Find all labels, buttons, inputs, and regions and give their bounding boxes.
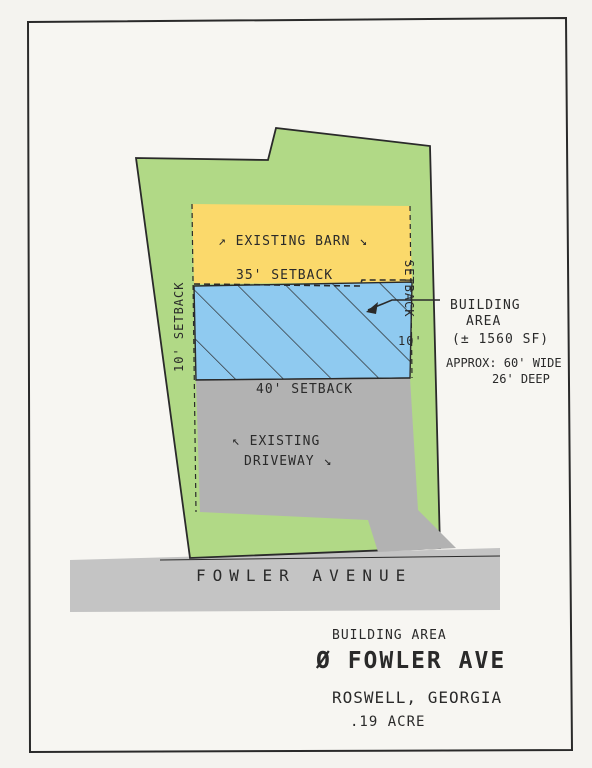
callout-line4: APPROX: 60' WIDE — [446, 356, 562, 370]
street-strip — [70, 548, 500, 612]
title-line1: BUILDING AREA — [332, 628, 447, 643]
callout-line3: (± 1560 SF) — [452, 332, 550, 347]
lot-boundary — [134, 127, 441, 559]
setback-line-right — [409, 205, 413, 379]
driveway-label-line2: DRIVEWAY ↘ — [244, 454, 333, 469]
setback-line-40 — [195, 377, 411, 381]
title-line4: .19 ACRE — [350, 714, 426, 730]
street-edge-top — [159, 555, 501, 561]
setback-left-label: 10' SETBACK — [172, 281, 186, 372]
driveway-label-line1: ↖ EXISTING — [232, 434, 321, 449]
callout-line5: 26' DEEP — [492, 372, 550, 386]
driveway-area — [196, 378, 456, 552]
callout-line2: AREA — [466, 314, 502, 329]
building-hatch — [193, 281, 413, 381]
setback-35-label: 35' SETBACK — [236, 268, 334, 283]
title-line3: ROSWELL, GEORGIA — [332, 688, 503, 707]
setback-right-number: 10' — [398, 334, 423, 348]
callout-arrowhead — [366, 302, 378, 314]
setback-40-label: 40' SETBACK — [256, 382, 354, 397]
setback-line-35 — [193, 279, 412, 287]
barn-area — [192, 204, 412, 284]
street-name-label: FOWLER AVENUE — [196, 566, 413, 585]
callout-line1: BUILDING — [450, 298, 521, 313]
title-line2: Ø FOWLER AVE — [316, 648, 507, 674]
setback-right-label: SETBACK — [402, 260, 416, 318]
existing-barn-label: ↗ EXISTING BARN ↘ — [218, 234, 369, 249]
setback-line-left — [191, 203, 197, 513]
